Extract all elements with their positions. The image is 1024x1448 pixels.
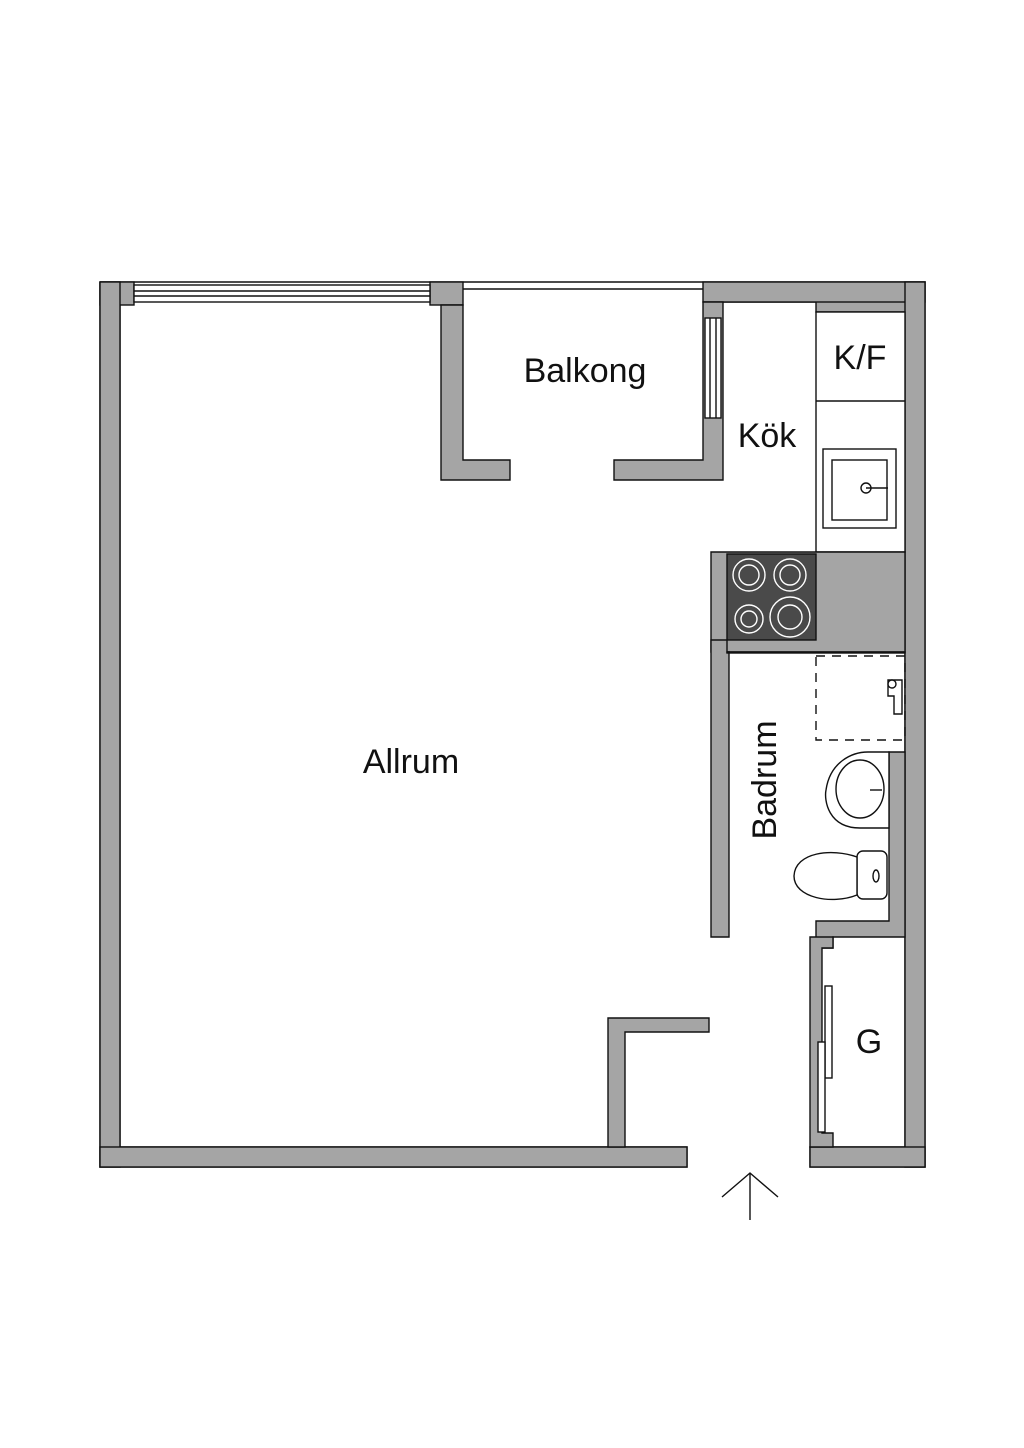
outer-wall (99, 281, 926, 1168)
closet-door-2 (817, 1041, 826, 1133)
toilet-icon (793, 850, 888, 901)
closet-door-1 (824, 985, 833, 1079)
room-label-kf: K/F (834, 339, 887, 377)
right-wall (904, 281, 926, 1168)
kitchen-sink-icon (822, 448, 897, 529)
left-wall (99, 281, 121, 1168)
bottom-wall-right (809, 1146, 926, 1168)
top-wall-mid (429, 281, 464, 306)
hall-wall (607, 1017, 710, 1148)
room-label-badrum: Badrum (746, 720, 784, 839)
room-label-kok: Kök (738, 417, 798, 455)
bathroom-wall-left (710, 639, 730, 938)
room-label-balkong: Balkong (524, 352, 647, 390)
washbasin-icon (824, 751, 890, 829)
shower-icon (815, 655, 906, 741)
room-label-g: G (856, 1023, 882, 1061)
balcony-door (704, 317, 722, 419)
stove-icon (726, 553, 817, 641)
top-wall-right (702, 281, 926, 303)
balcony-wall-left (440, 304, 511, 481)
bathroom-wall-inner (726, 651, 906, 654)
allrum-window (133, 284, 431, 303)
room-label-allrum: Allrum (363, 743, 459, 781)
entrance-arrow-icon (721, 1172, 779, 1220)
bottom-wall-left (99, 1146, 688, 1168)
